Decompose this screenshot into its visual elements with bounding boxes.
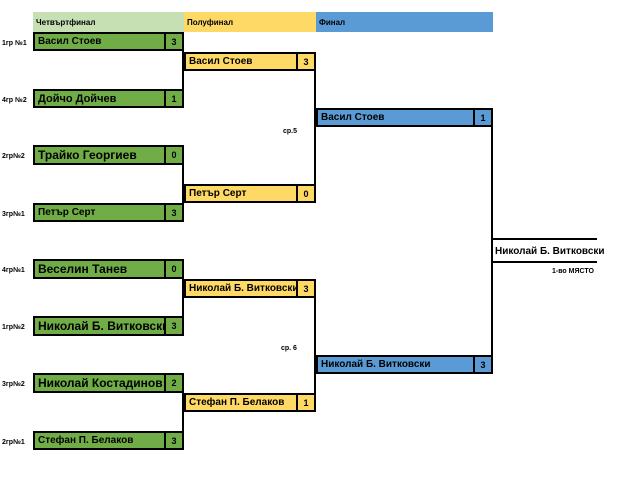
qf-cell: Веселин Танев 0 [33, 259, 184, 279]
score: 3 [473, 357, 491, 372]
seed-label: 3гр№1 [2, 211, 25, 218]
score: 3 [296, 281, 314, 296]
seed-label: 2гр№1 [2, 439, 25, 446]
score: 0 [296, 186, 314, 201]
qf-cell: Трайко Георгиев 0 [33, 145, 184, 165]
bracket-line [491, 261, 597, 263]
bracket-line [314, 288, 316, 411]
seed-label: 3гр№2 [2, 381, 25, 388]
bracket-line [182, 269, 184, 335]
winner-place: 1-во МЯСТО [552, 268, 594, 275]
score: 3 [164, 205, 182, 220]
final-cell: Николай Б. Витковски 3 [316, 355, 493, 374]
seed-label: 4гр №2 [2, 97, 27, 104]
bracket-line [182, 155, 184, 221]
score: 2 [164, 375, 182, 391]
sf-cell: Николай Б. Витковски 3 [184, 279, 316, 298]
player-name: Дойчо Дойчев [38, 92, 117, 105]
player-name: Васил Стоев [38, 36, 102, 47]
qf-cell: Васил Стоев 3 [33, 32, 184, 51]
final-cell: Васил Стоев 1 [316, 108, 493, 127]
score: 3 [164, 318, 182, 334]
player-name: Петър Серт [189, 188, 247, 199]
score: 3 [164, 34, 182, 49]
player-name: Николай Б. Витковски [189, 283, 299, 294]
match-label: ср.5 [283, 128, 298, 135]
qf-cell: Николай Б. Витковски 3 [33, 316, 184, 336]
score: 1 [164, 91, 182, 106]
score: 1 [296, 395, 314, 410]
player-name: Стефан П. Белаков [189, 397, 285, 408]
player-name: Трайко Георгиев [38, 148, 137, 162]
header-quarterfinal: Четвъртфинал [33, 12, 184, 32]
seed-label: 1гр №1 [2, 40, 27, 47]
winner-name: Николай Б. Витковски [495, 246, 605, 257]
seed-label: 1гр№2 [2, 324, 25, 331]
player-name: Петър Серт [38, 207, 96, 218]
player-name: Васил Стоев [189, 56, 253, 67]
player-name: Николай Костадинов [38, 376, 163, 390]
header-semifinal: Полуфинал [184, 12, 316, 32]
seed-label: 2гр№2 [2, 153, 25, 160]
bracket-line [182, 41, 184, 107]
qf-cell: Николай Костадинов 2 [33, 373, 184, 393]
sf-cell: Петър Серт 0 [184, 184, 316, 203]
player-name: Николай Б. Витковски [38, 319, 170, 333]
score: 0 [164, 261, 182, 277]
score: 3 [164, 433, 182, 448]
player-name: Васил Стоев [321, 112, 385, 123]
bracket-line [491, 117, 493, 373]
player-name: Веселин Танев [38, 262, 128, 276]
header-final: Финал [316, 12, 493, 32]
score: 3 [296, 54, 314, 69]
bracket-line [491, 238, 597, 240]
bracket-line [314, 61, 316, 202]
player-name: Николай Б. Витковски [321, 359, 431, 370]
player-name: Стефан П. Белаков [38, 435, 134, 446]
seed-label: 4гр№1 [2, 267, 25, 274]
match-label: ср. 6 [281, 345, 297, 352]
sf-cell: Васил Стоев 3 [184, 52, 316, 71]
score: 1 [473, 110, 491, 125]
score: 0 [164, 147, 182, 163]
bracket-line [182, 383, 184, 449]
qf-cell: Петър Серт 3 [33, 203, 184, 222]
qf-cell: Стефан П. Белаков 3 [33, 431, 184, 450]
qf-cell: Дойчо Дойчев 1 [33, 89, 184, 108]
sf-cell: Стефан П. Белаков 1 [184, 393, 316, 412]
